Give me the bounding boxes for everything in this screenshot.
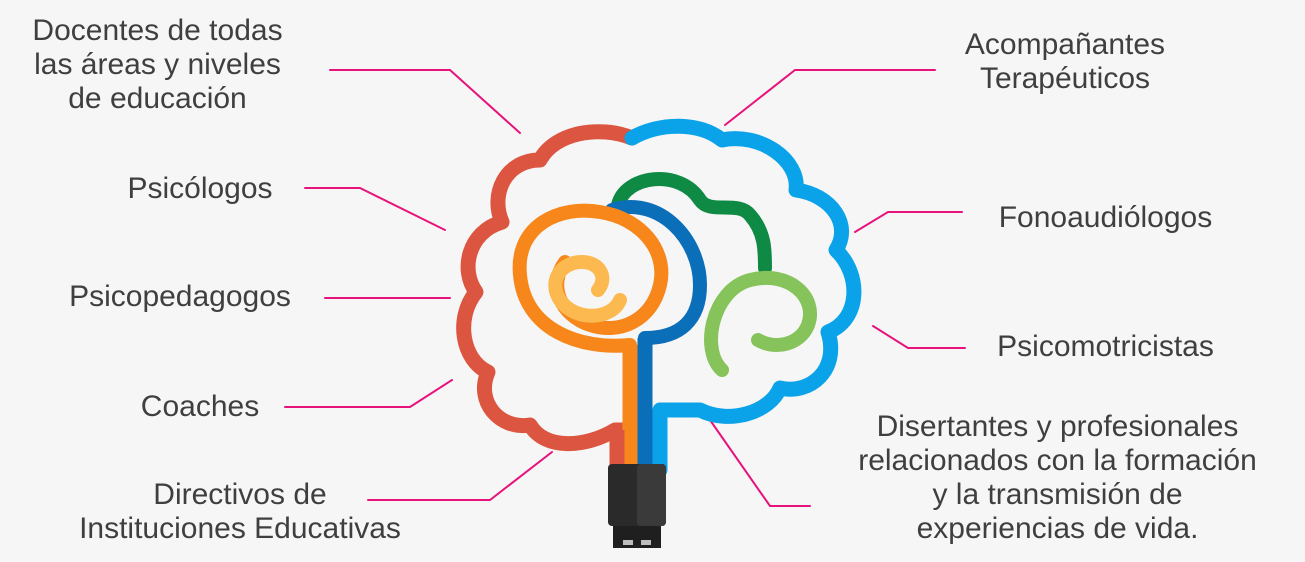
connector-psicomotricistas xyxy=(872,325,966,349)
label-psicologos: Psicólogos xyxy=(127,172,273,205)
label-fonoaudiologos: Fonoaudiólogos xyxy=(998,201,1213,234)
connector-docentes xyxy=(329,69,521,134)
label-directivos: Directivos de Instituciones Educativas xyxy=(79,478,401,545)
lightgreen-spiral xyxy=(704,271,817,377)
connector-fonoaudiologos xyxy=(854,211,963,233)
label-psicopedagogos: Psicopedagogos xyxy=(69,280,291,313)
plug-icon xyxy=(608,464,666,548)
connector-acompanantes xyxy=(724,69,936,126)
darkblue-curve xyxy=(605,200,708,345)
label-docentes: Docentes de todas las áreas y niveles de… xyxy=(32,14,283,115)
yellow-spiral xyxy=(548,254,627,323)
connector-lines xyxy=(284,69,966,507)
label-coaches: Coaches xyxy=(140,390,260,423)
brain-left-outline xyxy=(456,124,640,452)
green-curve xyxy=(611,172,772,275)
connector-coaches xyxy=(284,379,453,408)
connector-psicologos xyxy=(304,187,446,231)
label-acompanantes: Acompañantes Terapéuticos xyxy=(964,28,1166,95)
label-psicomotricistas: Psicomotricistas xyxy=(997,330,1214,363)
label-disertantes: Disertantes y profesionales relacionados… xyxy=(858,410,1257,545)
brain-right-outline xyxy=(624,118,862,478)
connector-disertantes xyxy=(709,419,811,507)
orange-spiral xyxy=(512,203,669,353)
connector-directivos xyxy=(367,451,553,501)
